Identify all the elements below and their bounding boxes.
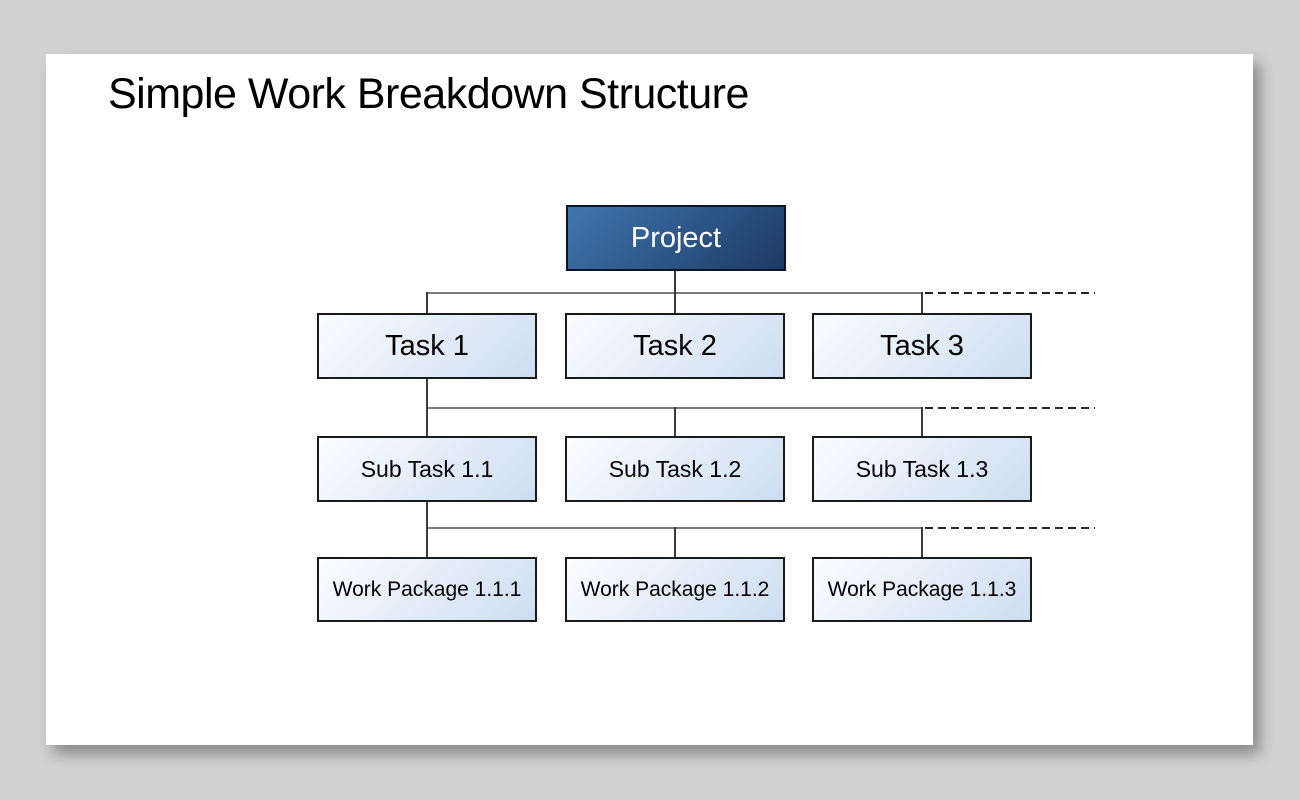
node-workpackage-1-1-3: Work Package 1.1.3 <box>812 557 1032 622</box>
wbs-diagram: Project Task 1 Task 2 Task 3 Sub Task 1.… <box>46 54 1253 745</box>
slide-canvas: Simple Work Breakdown Structure <box>46 54 1253 745</box>
node-subtask-1-3: Sub Task 1.3 <box>812 436 1032 502</box>
node-task-1: Task 1 <box>317 313 537 379</box>
connector-subtask11-down <box>426 502 428 528</box>
connector-level2-stub-3 <box>921 407 923 437</box>
connector-level3-stub-2 <box>674 527 676 558</box>
connector-level2-dashed <box>925 407 1095 409</box>
connector-level3-stub-1 <box>426 527 428 558</box>
node-task-2: Task 2 <box>565 313 785 379</box>
node-subtask-1-1: Sub Task 1.1 <box>317 436 537 502</box>
connector-level1-stub-3 <box>921 292 923 314</box>
connector-project-down <box>674 271 676 293</box>
node-task-3: Task 3 <box>812 313 1032 379</box>
connector-task1-down <box>426 379 428 408</box>
node-subtask-1-2: Sub Task 1.2 <box>565 436 785 502</box>
node-workpackage-1-1-2: Work Package 1.1.2 <box>565 557 785 622</box>
connector-level1-dashed <box>925 292 1095 294</box>
connector-level1-stub-2 <box>674 292 676 314</box>
node-workpackage-1-1-1: Work Package 1.1.1 <box>317 557 537 622</box>
connector-level1-stub-1 <box>426 292 428 314</box>
connector-level2-stub-1 <box>426 407 428 437</box>
slide-title: Simple Work Breakdown Structure <box>108 70 749 118</box>
node-project: Project <box>566 205 786 271</box>
connector-level3-stub-3 <box>921 527 923 558</box>
connector-level2-stub-2 <box>674 407 676 437</box>
connector-level3-dashed <box>925 527 1095 529</box>
